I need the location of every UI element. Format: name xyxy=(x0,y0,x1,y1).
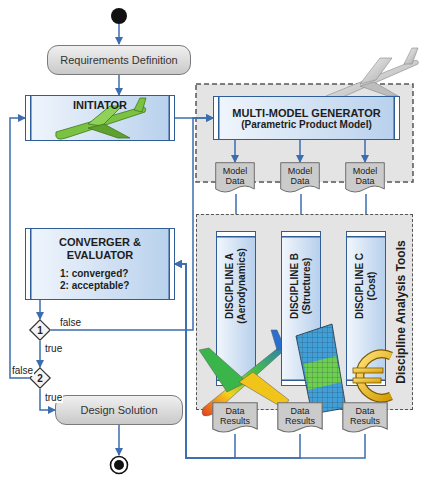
rotated-label: DISCIPLINE A(Aerodynamics) xyxy=(224,248,248,324)
data-document: Data Results xyxy=(277,402,323,434)
node-title: Data Results xyxy=(279,406,321,426)
rotated-label: DISCIPLINE B(Structures) xyxy=(289,253,313,319)
connector xyxy=(39,300,41,319)
discipline-box: DISCIPLINE C(Cost) xyxy=(346,231,386,386)
node-subtitle: (Aerodynamics) xyxy=(236,248,248,324)
node-title: Model Data xyxy=(217,166,253,186)
terminal-box: Requirements Definition xyxy=(47,45,191,75)
node-title: 2 xyxy=(37,373,43,384)
edge-label: true xyxy=(44,392,63,403)
connector xyxy=(299,140,301,162)
node-title: DISCIPLINE B xyxy=(289,253,301,319)
node-title: CONVERGER & EVALUATOR xyxy=(44,236,156,262)
node-title: INITIATOR xyxy=(73,99,127,111)
node-title: MULTI-MODEL GENERATOR xyxy=(232,107,380,119)
node-title: Data Results xyxy=(344,406,386,426)
edge-label: false xyxy=(11,365,34,376)
connector xyxy=(364,140,366,162)
node-title: DISCIPLINE C xyxy=(354,253,366,319)
start-node xyxy=(111,8,127,44)
node-subtitle: (Structures) xyxy=(301,253,313,319)
connector xyxy=(39,341,41,367)
node-title: 1 xyxy=(37,325,43,336)
data-document: Model Data xyxy=(280,162,320,194)
decision-diamond: 1 xyxy=(29,319,51,341)
node-subtitle: (Cost) xyxy=(366,253,378,319)
node-title: Requirements Definition xyxy=(60,54,177,66)
process-box: CONVERGER & EVALUATOR 1: converged? 2: ac… xyxy=(25,228,175,300)
process-box: INITIATOR xyxy=(25,95,175,141)
connector xyxy=(118,75,120,95)
edge-label: true xyxy=(44,343,63,354)
data-document: Model Data xyxy=(345,162,385,194)
node-title: Discipline Analysis Tools xyxy=(395,240,407,383)
data-document: Data Results xyxy=(342,402,388,434)
aircraft-model xyxy=(326,48,418,101)
discipline-box: DISCIPLINE A(Aerodynamics) xyxy=(216,231,256,386)
discipline-box: DISCIPLINE B(Structures) xyxy=(281,231,321,386)
data-document: Model Data xyxy=(215,162,255,194)
data-document: Data Results xyxy=(212,402,258,434)
end-node xyxy=(111,425,128,474)
node-subtitle: (Parametric Product Model) xyxy=(241,119,372,130)
node-title: Model Data xyxy=(282,166,318,186)
tool-panel: Discipline Analysis Tools DISCIPLINE A(Ae… xyxy=(196,214,413,410)
process-box: MULTI-MODEL GENERATOR(Parametric Product… xyxy=(213,96,400,140)
rotated-label: Discipline Analysis Tools xyxy=(395,240,407,383)
node-title: Design Solution xyxy=(80,404,157,416)
node-title: Model Data xyxy=(347,166,383,186)
connector xyxy=(234,140,236,162)
rotated-label: DISCIPLINE C(Cost) xyxy=(354,253,378,319)
node-title: Data Results xyxy=(214,406,256,426)
illustration xyxy=(347,232,387,387)
edge-label: false xyxy=(59,317,82,328)
terminal-box: Design Solution xyxy=(55,395,183,425)
node-subtitle: 1: converged? 2: acceptable? xyxy=(60,268,140,292)
node-title: DISCIPLINE A xyxy=(224,248,236,324)
